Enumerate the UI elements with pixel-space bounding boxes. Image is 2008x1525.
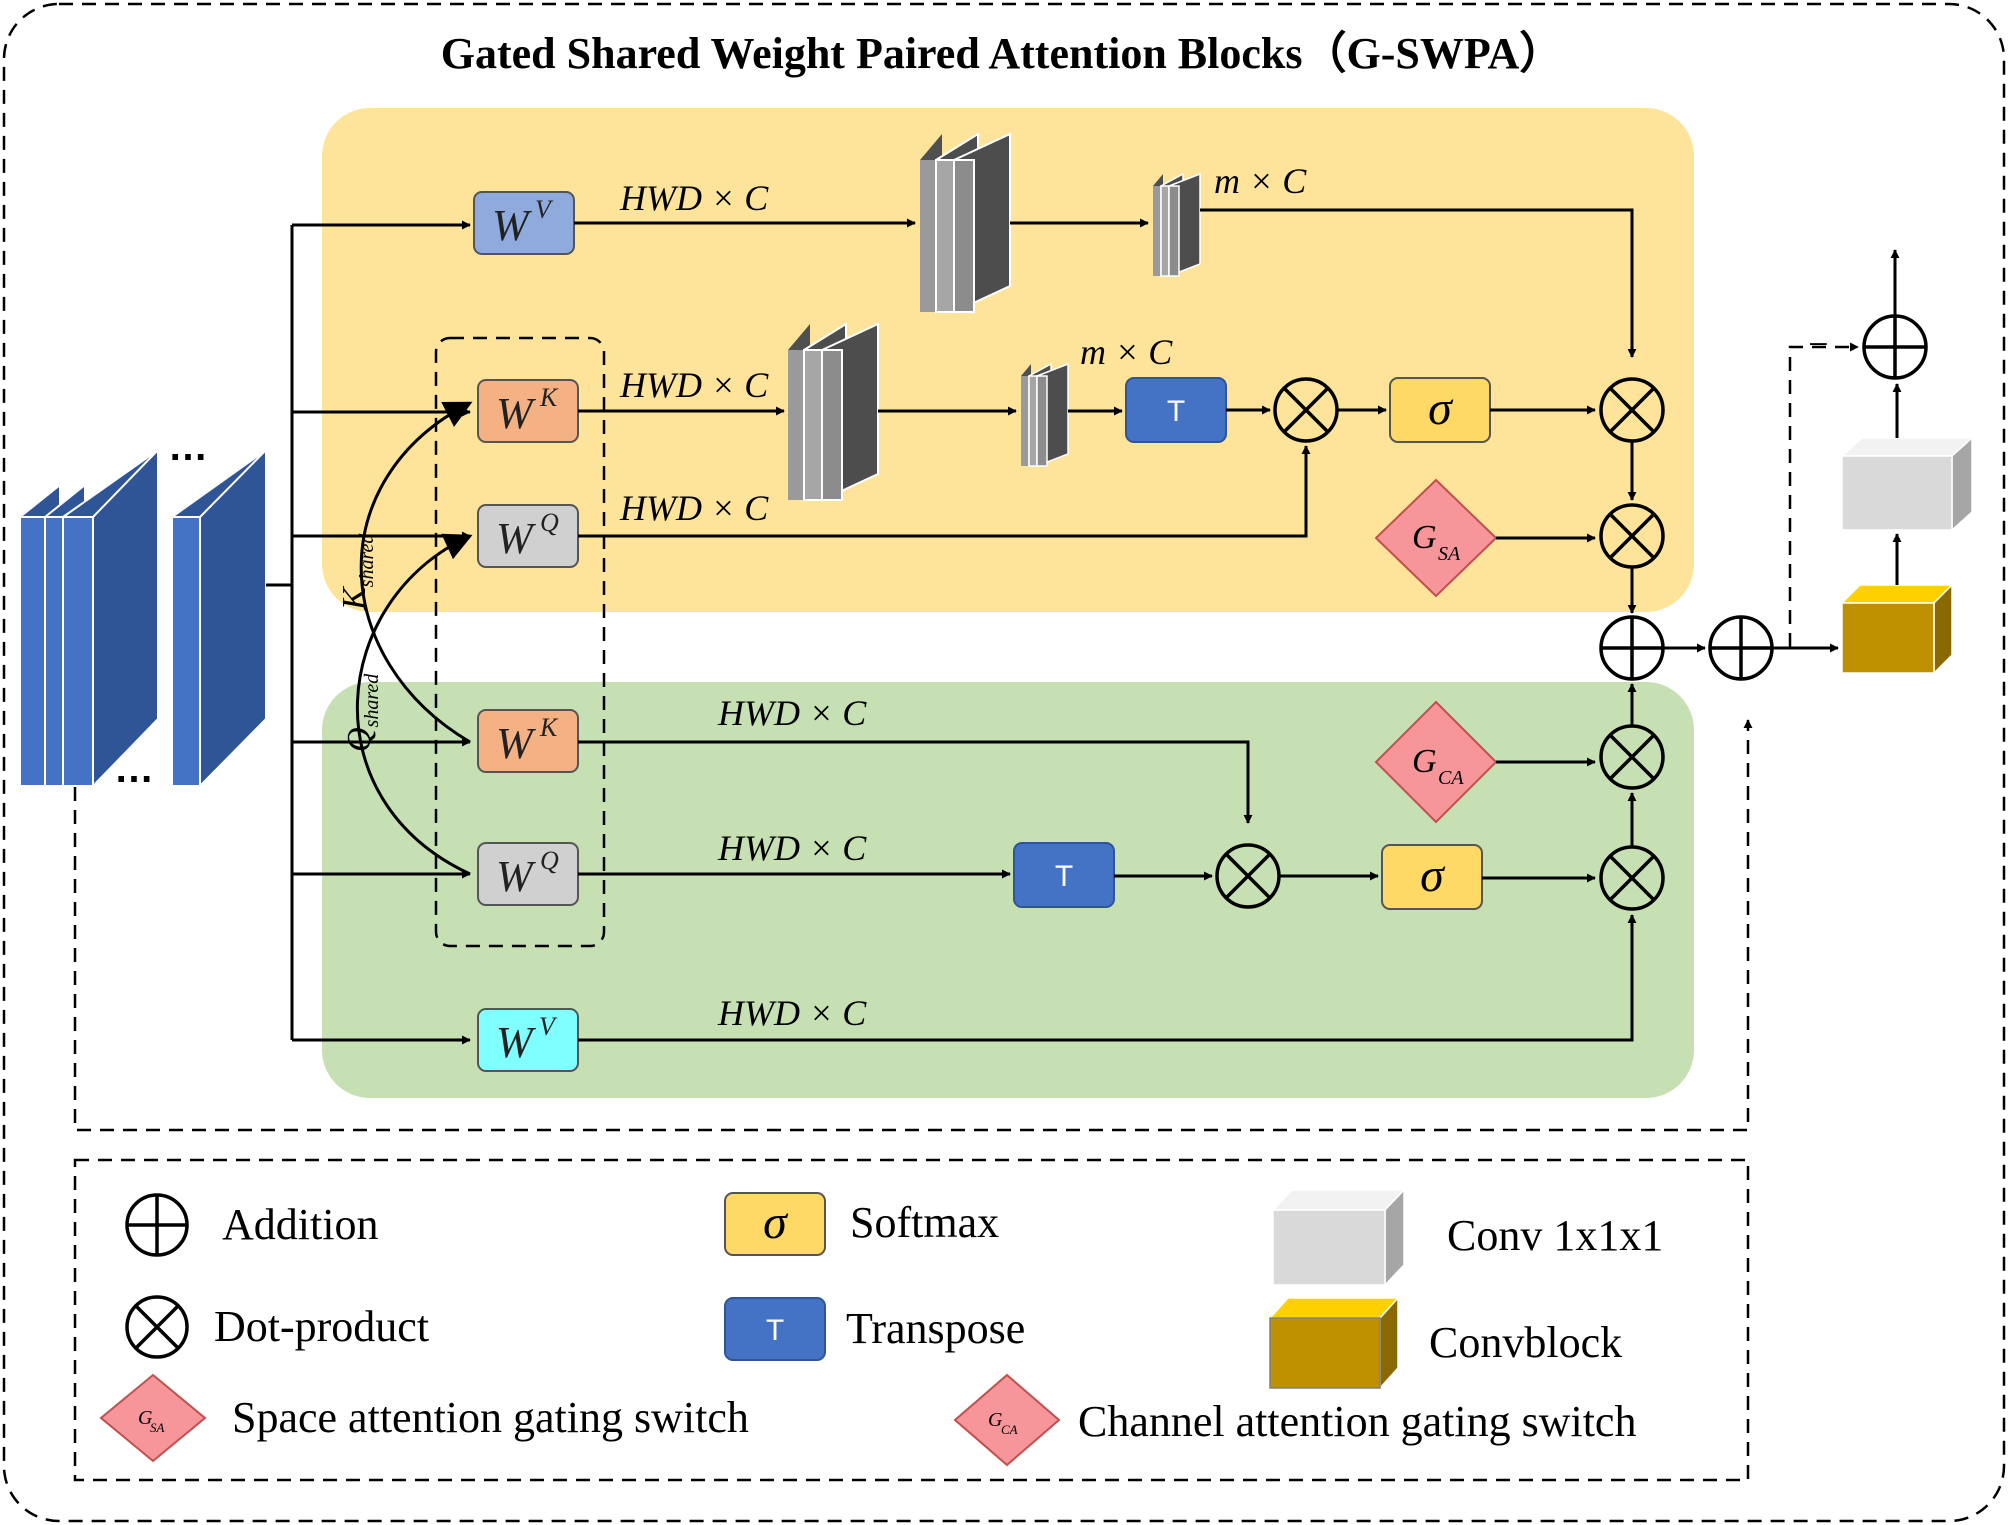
diagram-title: Gated Shared Weight Paired Attention Blo… <box>441 29 1563 78</box>
v-pooled-stack <box>1153 172 1201 278</box>
dim-label-q-top: HWD × C <box>619 488 769 528</box>
svg-text:SA: SA <box>150 1420 165 1435</box>
transpose-box-1: T <box>1125 377 1227 443</box>
svg-text:Q: Q <box>540 846 559 875</box>
space-attention-region <box>322 108 1694 612</box>
svg-text:V: V <box>539 1012 558 1041</box>
k-shared-main: K <box>336 585 373 611</box>
wk-bottom-box: W K <box>477 709 579 773</box>
legend-space-gate-label: Space attention gating switch <box>232 1393 749 1442</box>
dim-label-m-v: m × C <box>1214 161 1307 201</box>
legend-softmax-label: Softmax <box>850 1198 999 1247</box>
conv-cube <box>1840 436 1974 532</box>
svg-text:W: W <box>496 1018 536 1067</box>
legend-softmax-icon: σ <box>724 1192 826 1256</box>
gate-sa-diamond: G SA <box>1374 478 1498 598</box>
svg-text:T: T <box>766 1314 784 1347</box>
legend-conv-label: Conv 1x1x1 <box>1447 1211 1663 1260</box>
wv-top-box: W V <box>473 191 575 255</box>
svg-text:G: G <box>138 1407 153 1429</box>
input-trunk <box>266 225 294 1040</box>
svg-text:G: G <box>1412 519 1437 556</box>
softmax-box-1: σ <box>1389 377 1491 443</box>
svg-text:W: W <box>496 389 536 438</box>
legend-channel-gate-icon: G CA <box>953 1373 1061 1467</box>
arrow-q-to-dot-sa <box>578 445 1311 538</box>
k-shared-curve <box>359 401 473 744</box>
svg-text:W: W <box>496 719 536 768</box>
wk-top-box: W K <box>477 379 579 443</box>
input-feature-blocks <box>19 447 267 789</box>
legend-convblock-label: Convblock <box>1429 1318 1622 1367</box>
transpose-box-2: T <box>1013 842 1115 908</box>
shared-weights-box <box>434 336 606 948</box>
svg-text:W: W <box>492 201 532 250</box>
dim-label-v-bottom: HWD × C <box>717 993 867 1033</box>
k-feature-stack <box>788 322 879 502</box>
softmax-box-2: σ <box>1381 844 1483 910</box>
k-shared-label: Kshared <box>336 533 378 611</box>
svg-text:V: V <box>535 195 554 224</box>
svg-text:CA: CA <box>1438 767 1464 789</box>
wq-bottom-box: W Q <box>477 842 579 906</box>
legend-convblock-icon <box>1268 1296 1400 1390</box>
dim-label-v-top: HWD × C <box>619 178 769 218</box>
residual-connection <box>73 719 1753 1132</box>
v-feature-stack <box>920 132 1011 314</box>
k-shared-sub: shared <box>356 533 378 588</box>
svg-text:CA: CA <box>1001 1422 1018 1437</box>
wv-bottom-box: W V <box>477 1008 579 1072</box>
svg-text:Q: Q <box>540 508 559 537</box>
legend-dot-product-label: Dot-product <box>214 1302 429 1351</box>
legend-addition-label: Addition <box>222 1200 378 1249</box>
legend-transpose-icon: T <box>724 1297 826 1361</box>
addition-2 <box>1708 615 1774 681</box>
svg-text:K: K <box>539 713 559 742</box>
svg-text:W: W <box>496 514 536 563</box>
svg-text:K: K <box>539 383 559 412</box>
legend-addition-icon <box>125 1193 189 1257</box>
q-shared-main: Q <box>341 727 378 752</box>
addition-1 <box>1599 615 1665 681</box>
legend-conv-icon <box>1271 1188 1406 1287</box>
svg-text:σ: σ <box>1428 382 1454 435</box>
svg-text:G: G <box>1412 743 1437 780</box>
dim-label-k-top: HWD × C <box>619 365 769 405</box>
input-dots-bottom: … <box>114 747 154 791</box>
arrow-v-to-dot-1 <box>1200 208 1637 358</box>
svg-text:T: T <box>1167 395 1185 428</box>
convblock-cube <box>1840 583 1954 675</box>
svg-text:T: T <box>1055 860 1073 893</box>
svg-text:σ: σ <box>1420 849 1446 902</box>
input-dots-top: … <box>168 425 208 469</box>
dim-label-m-k: m × C <box>1080 332 1173 372</box>
k-pooled-stack <box>1021 362 1069 468</box>
legend-space-gate-icon: G SA <box>99 1373 207 1463</box>
svg-text:σ: σ <box>763 1196 789 1249</box>
wq-top-box: W Q <box>477 504 579 568</box>
svg-text:SA: SA <box>1438 543 1461 565</box>
dim-label-q-bottom: HWD × C <box>717 828 867 868</box>
addition-3 <box>1862 314 1928 380</box>
channel-attention-region <box>322 682 1694 1098</box>
legend-box <box>73 1158 1750 1482</box>
q-shared-curve <box>356 533 473 876</box>
svg-text:G: G <box>988 1409 1003 1431</box>
minus-sign: − <box>1806 324 1830 364</box>
dim-label-k-bottom: HWD × C <box>717 693 867 733</box>
gate-ca-diamond: G CA <box>1374 700 1498 824</box>
arrow-wk-to-dot-ca <box>578 740 1253 824</box>
minus-connection <box>1788 342 1859 647</box>
legend-transpose-label: Transpose <box>846 1304 1025 1353</box>
legend-channel-gate-label: Channel attention gating switch <box>1078 1397 1636 1446</box>
arrow-wv-to-dot-4 <box>578 914 1637 1042</box>
legend-dot-product-icon <box>125 1295 189 1359</box>
q-shared-label: Qshared <box>341 673 383 752</box>
svg-text:W: W <box>496 852 536 901</box>
q-shared-sub: shared <box>361 673 383 728</box>
